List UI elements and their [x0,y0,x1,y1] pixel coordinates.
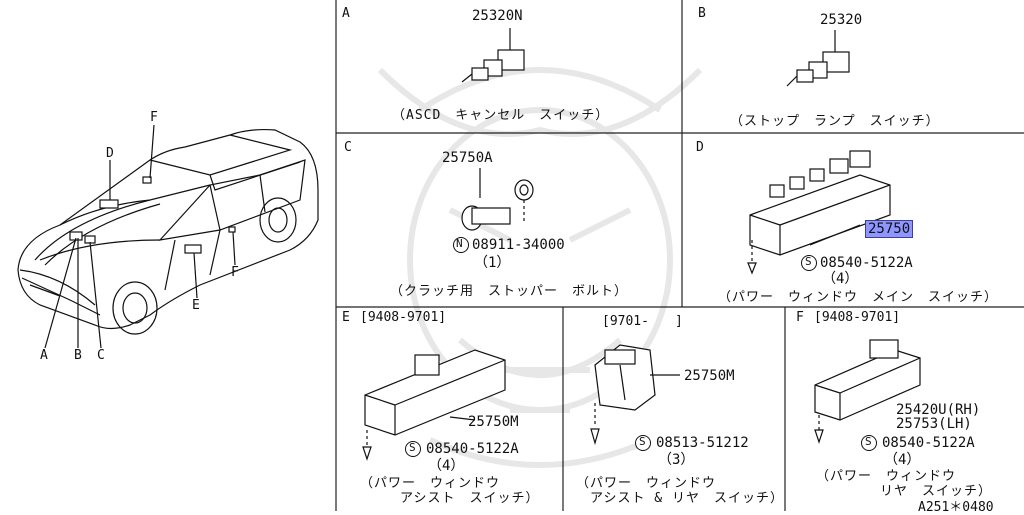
panel-e1-part-number: 25750M [468,414,519,430]
panel-f-part-rh: 25420U(RH) [896,402,981,418]
panel-e1-letter: E [342,310,350,325]
panel-e2-screw-qty: （3） [658,452,695,468]
panel-e2-screw-part: 08513-51212 [656,435,749,451]
panel-a-letter: A [342,6,350,21]
panel-a-part-number: 25320N [472,8,523,24]
panel-e1-screw-qty: （4） [428,458,465,474]
assist-rear-switch-drawing [590,344,680,446]
panel-e2-period: [9701- ] [602,314,683,329]
panel-d-part-number-highlighted[interactable]: 25750 [864,220,914,238]
panel-f-caption-line1: （パワー ウィンドウ [816,469,957,484]
panel-d-screw-part: 08540-5122A [820,255,913,271]
panel-e1-period: [9408-9701] [360,310,447,325]
panel-b-part-number: 25320 [820,12,863,28]
part-symbol-s: S [409,441,416,454]
callout-f-upper: F [150,110,158,125]
watermark-emblem [377,67,703,468]
rear-switch-drawing [814,339,921,444]
part-symbol-s: S [865,435,872,448]
panel-b-letter: B [698,6,706,21]
panel-d-screw-qty: （4） [822,271,859,287]
diagram-code: A251＊0480 [918,500,994,515]
panel-e2-caption-line1: （パワー ウィンドウ [576,476,717,491]
assist-switch-drawing [362,349,506,461]
panel-b-caption: （ストップ ランプ スイッチ） [730,114,940,129]
panel-c-caption: （クラッチ用 ストッパー ボルト） [390,284,629,299]
panel-c-part-number: 25750A [442,150,493,166]
part-symbol-s-circle [635,435,651,451]
panel-c-letter: C [344,140,352,155]
panel-e1-screw-part: 08540-5122A [426,441,519,457]
panel-f-letter: F [796,310,804,325]
panel-f-caption-line2: リヤ スイッチ） [880,484,993,499]
panel-d-caption: （パワー ウィンドウ メイン スイッチ） [718,290,999,305]
car-illustration [17,124,319,349]
panel-c-bolt-qty: （1） [474,255,511,271]
part-symbol-s-circle [405,441,421,457]
callout-b: B [74,348,82,363]
panel-f-screw-part: 08540-5122A [882,435,975,451]
panel-e1-caption-line1: （パワー ウィンドウ [360,476,501,491]
part-symbol-n: N [456,237,463,250]
part-symbol-n-circle [453,237,469,253]
callout-d: D [106,146,114,161]
panel-e2-part-number: 25750M [684,368,735,384]
panel-e1-caption-line2: アシスト スイッチ） [400,491,540,506]
stopper-bolt-drawing [461,168,534,231]
panel-a-caption: （ASCD キャンセル スイッチ） [392,108,610,123]
main-switch-drawing [747,150,891,275]
part-symbol-s-circle [801,255,817,271]
panel-f-part-lh: 25753(LH) [896,416,972,432]
callout-c: C [97,348,105,363]
callout-a: A [40,348,48,363]
callout-e: E [192,298,200,313]
ascd-switch-drawing [461,28,525,83]
panel-c-bolt-part: 08911-34000 [472,237,565,253]
panel-e2-caption-line2: アシスト & リヤ スイッチ） [590,491,784,506]
part-symbol-s: S [639,435,646,448]
panel-d-letter: D [696,140,704,155]
callout-f-lower: F [231,265,239,280]
panel-f-screw-qty: （4） [884,452,921,468]
panel-f-period: [9408-9701] [814,310,901,325]
part-symbol-s: S [805,255,812,268]
part-symbol-s-circle [861,435,877,451]
stop-lamp-switch-drawing [786,30,850,87]
